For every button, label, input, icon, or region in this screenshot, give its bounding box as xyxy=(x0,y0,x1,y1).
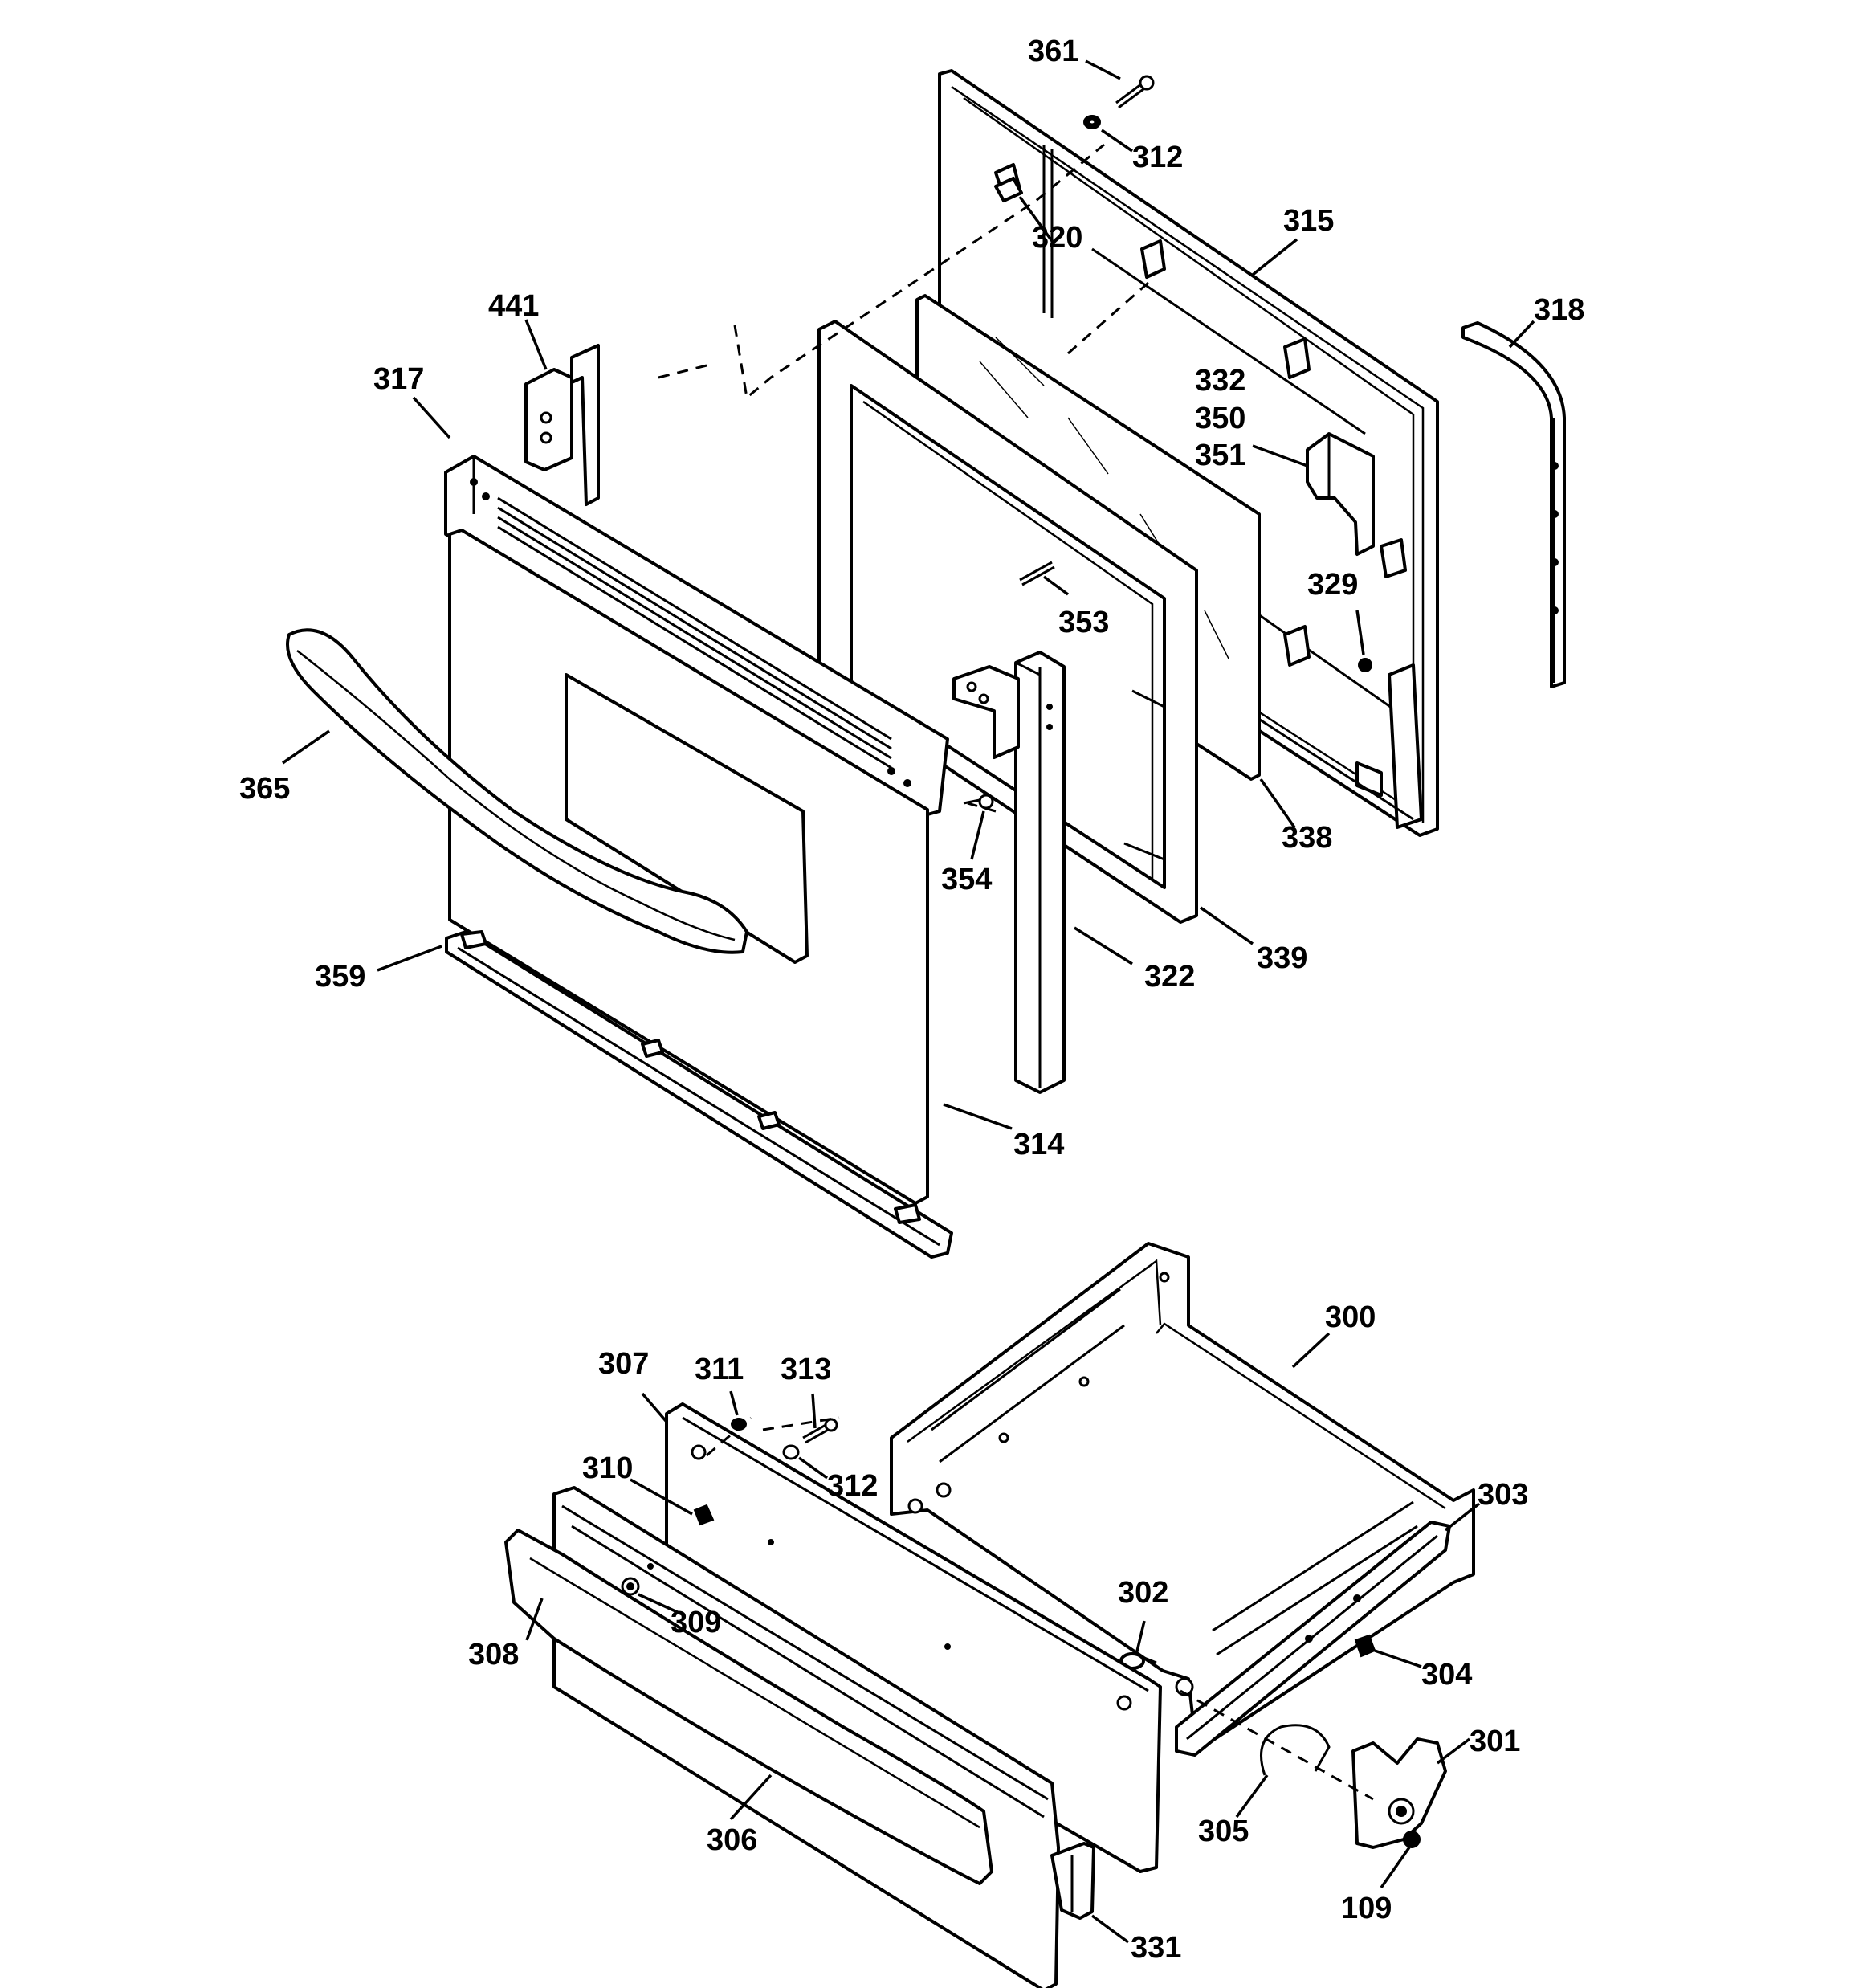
callout-314: 314 xyxy=(1013,1128,1064,1161)
nut-109 xyxy=(1403,1831,1421,1848)
bracket-331 xyxy=(1050,1842,1095,1920)
callout-332: 332 xyxy=(1195,364,1245,398)
drawer-inner-panel-307 xyxy=(665,1402,1162,1873)
bottom-trim-359 xyxy=(445,930,953,1259)
callout-308: 308 xyxy=(468,1638,519,1672)
callout-441: 441 xyxy=(488,289,539,323)
callout-labels: 361 312 315 320 318 441 317 332 350 351 … xyxy=(239,35,1584,1965)
callout-311: 311 xyxy=(695,1353,744,1386)
screw-353 xyxy=(1019,561,1055,586)
spring-wire-305 xyxy=(1260,1724,1331,1776)
clip-310 xyxy=(693,1504,715,1526)
callout-354: 354 xyxy=(941,863,992,896)
side-trim-318 xyxy=(1461,321,1566,688)
hinge-bracket-441 xyxy=(524,344,600,506)
clip-304 xyxy=(1354,1634,1376,1658)
vent-trim-317 xyxy=(444,455,949,819)
callout-310: 310 xyxy=(582,1451,633,1485)
callout-309: 309 xyxy=(671,1606,721,1639)
callout-300: 300 xyxy=(1325,1300,1376,1334)
callout-304: 304 xyxy=(1421,1658,1472,1692)
outer-door-panel-314 xyxy=(448,529,929,1205)
callout-312-bottom: 312 xyxy=(827,1469,878,1503)
callout-361: 361 xyxy=(1028,35,1078,68)
callout-365: 365 xyxy=(239,772,290,806)
callout-338: 338 xyxy=(1282,821,1332,855)
callout-317: 317 xyxy=(373,362,424,396)
callout-359: 359 xyxy=(315,960,365,994)
screw-313 xyxy=(802,1418,838,1444)
bracket-350 xyxy=(1306,432,1375,556)
callout-320: 320 xyxy=(1032,221,1082,255)
callout-350: 350 xyxy=(1195,402,1245,435)
nut-311 xyxy=(731,1418,747,1431)
door-handle-365 xyxy=(286,628,748,954)
inner-door-panel-315 xyxy=(938,69,1439,837)
callout-331: 331 xyxy=(1131,1931,1181,1965)
callout-312-top: 312 xyxy=(1132,141,1183,174)
callout-313: 313 xyxy=(781,1353,831,1386)
clip-320 xyxy=(994,177,1023,202)
callout-305: 305 xyxy=(1198,1815,1249,1848)
slide-rail-303 xyxy=(1175,1521,1451,1757)
screw-354 xyxy=(963,794,994,810)
screw-329 xyxy=(1358,658,1372,672)
callout-329: 329 xyxy=(1307,568,1358,602)
callout-315: 315 xyxy=(1283,204,1334,238)
leader-lines xyxy=(282,59,1535,1944)
screw-361 xyxy=(1115,75,1155,109)
callout-109: 109 xyxy=(1341,1892,1392,1925)
washer-312-bottom xyxy=(782,1444,800,1460)
callout-318: 318 xyxy=(1534,293,1584,327)
washer-312-top xyxy=(1083,115,1101,129)
hinge-receiver-bracket xyxy=(952,665,1020,759)
callout-301: 301 xyxy=(1470,1725,1520,1758)
door-liner-frame-339 xyxy=(817,320,1198,924)
callout-353: 353 xyxy=(1058,606,1109,639)
callout-322: 322 xyxy=(1144,960,1195,994)
callout-303: 303 xyxy=(1478,1478,1528,1512)
callout-306: 306 xyxy=(707,1823,757,1857)
callout-351: 351 xyxy=(1195,439,1245,472)
callout-307: 307 xyxy=(598,1347,649,1381)
side-channel-322 xyxy=(1014,651,1066,1094)
roller-bracket-301 xyxy=(1351,1737,1447,1849)
drawer-handle-308 xyxy=(504,1529,993,1885)
callout-302: 302 xyxy=(1118,1576,1168,1610)
callout-339: 339 xyxy=(1257,941,1307,975)
